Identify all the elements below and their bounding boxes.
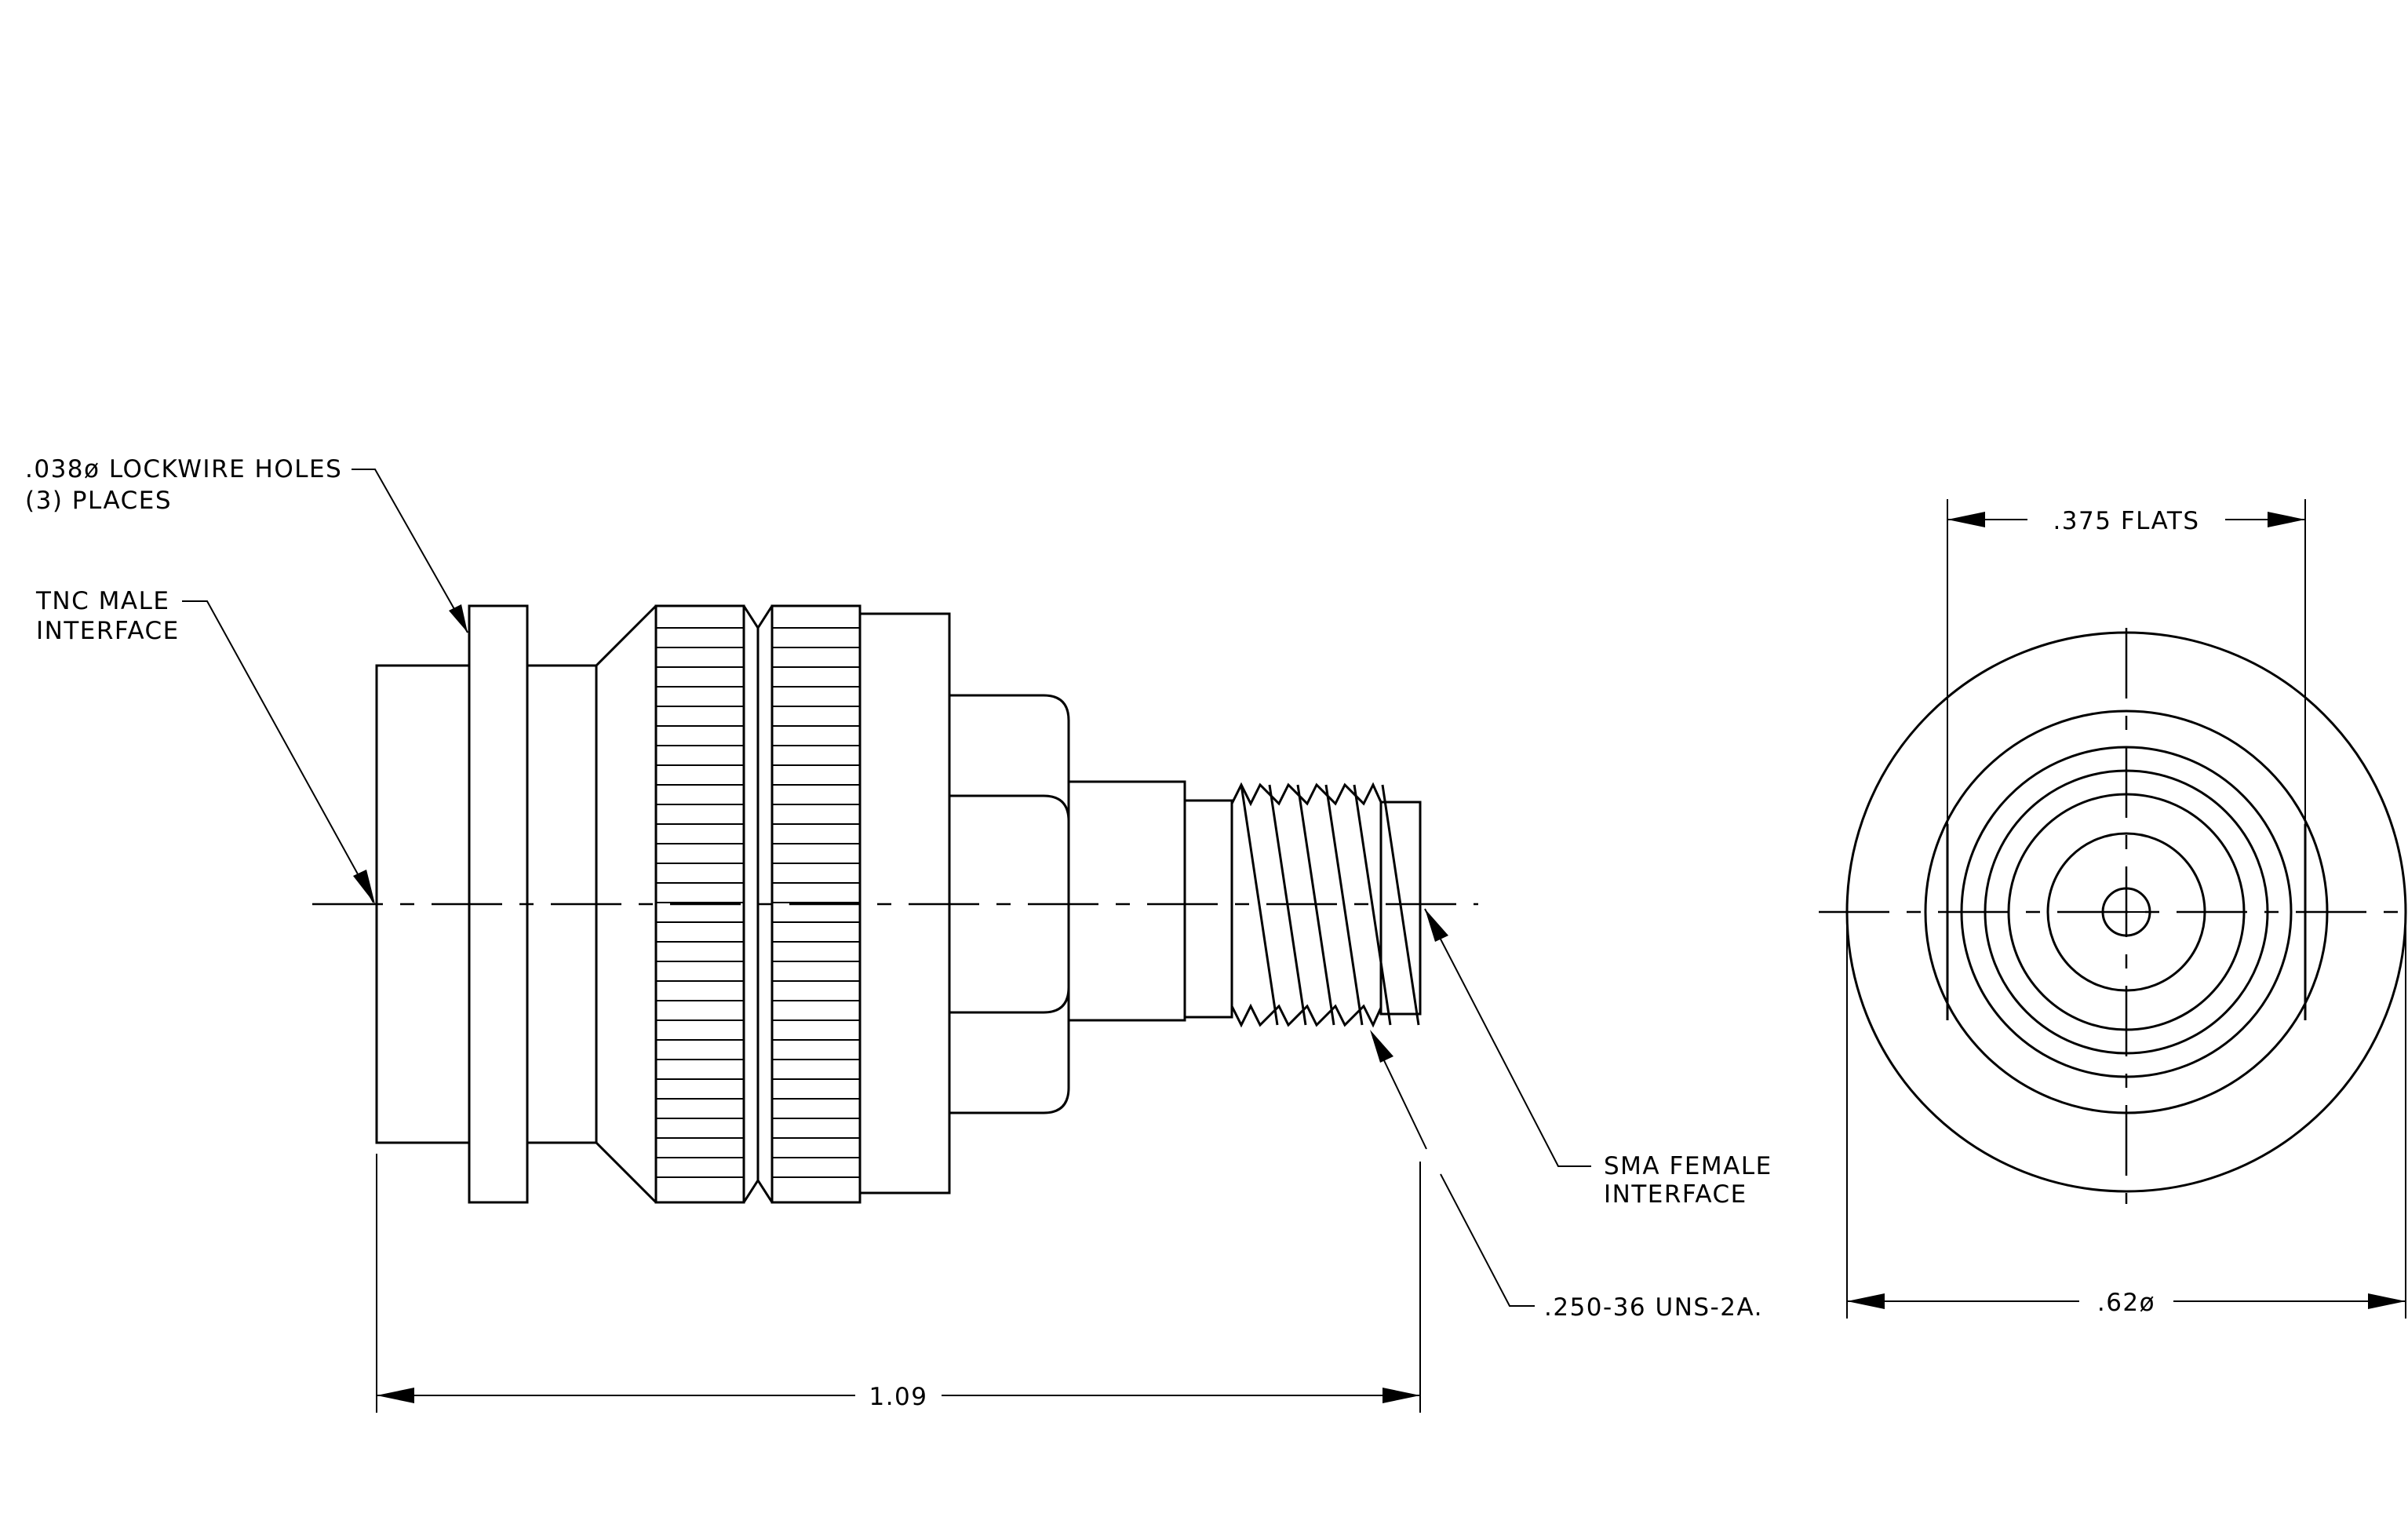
tnc-label-line2: INTERFACE — [36, 617, 180, 645]
sma-thread — [1230, 782, 1420, 1028]
thread-line — [1324, 784, 1364, 1026]
thread-crests — [1230, 782, 1383, 1028]
sma-label-line1: SMA FEMALE — [1604, 1152, 1772, 1180]
thread-callout: .250-36 UNS-2A. — [1370, 1030, 1763, 1322]
diameter-label: .62ø — [2097, 1289, 2155, 1317]
side-view: 1.09 .038ø LOCKWIRE HOLES (3) PLACES TNC… — [25, 455, 1772, 1413]
tnc-callout: TNC MALE INTERFACE — [35, 587, 375, 904]
chamfer — [595, 604, 658, 1204]
lockwire-label-line1: .038ø LOCKWIRE HOLES — [25, 455, 342, 483]
knurl-left — [654, 604, 745, 1204]
thread-line — [1240, 784, 1279, 1026]
hex-body — [948, 694, 1070, 1114]
sma-base — [1183, 799, 1233, 1019]
tnc-label-line1: TNC MALE — [35, 587, 169, 615]
thread-label: .250-36 UNS-2A. — [1544, 1293, 1763, 1322]
length-label: 1.09 — [869, 1383, 927, 1411]
lockwire-label-line2: (3) PLACES — [25, 487, 172, 515]
sma-callout: SMA FEMALE INTERFACE — [1424, 908, 1772, 1209]
thread-line — [1353, 784, 1392, 1026]
flats-label: .375 FLATS — [2053, 507, 2199, 535]
sma-tip — [1379, 801, 1422, 1016]
sma-label-line2: INTERFACE — [1604, 1180, 1747, 1209]
diameter-dimension: .62ø — [1847, 1289, 2406, 1317]
length-dimension: 1.09 — [377, 1383, 1420, 1411]
lockwire-callout: .038ø LOCKWIRE HOLES (3) PLACES — [25, 455, 468, 633]
reducer-body — [1067, 780, 1186, 1022]
flats-dimension: .375 FLATS — [1947, 507, 2305, 535]
end-view: .375 FLATS .62ø — [1819, 499, 2408, 1319]
knurl-lines — [656, 627, 860, 1178]
